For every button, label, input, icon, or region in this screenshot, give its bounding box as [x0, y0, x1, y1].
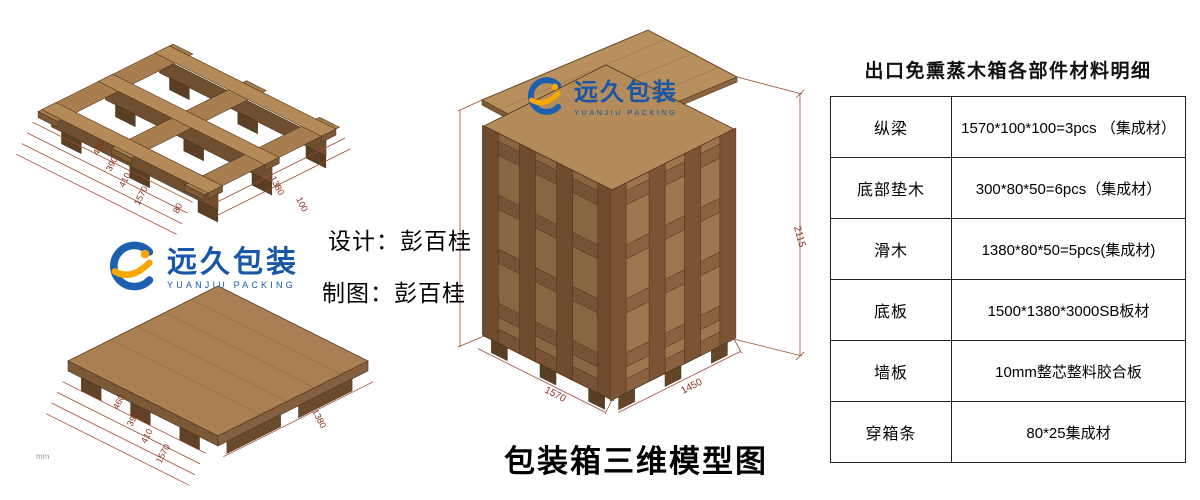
- part-spec-cell: 1380*80*50=5pcs(集成材): [951, 218, 1186, 280]
- part-spec-cell: 80*25集成材: [951, 401, 1186, 463]
- yuanjiu-logo-main: 远久包装 YUANJIU PACKING: [105, 240, 299, 297]
- table-row: 墙板 10mm整芯整料胶合板: [830, 340, 1186, 402]
- yuanjiu-logo-lid: 远久包装 YUANJIU PACKING: [524, 76, 678, 121]
- logo-title: 远久包装: [574, 79, 678, 107]
- part-spec-cell: 10mm整芯整料胶合板: [951, 340, 1186, 402]
- unit-note: mm: [36, 452, 50, 461]
- pallet-deck-isometric-drawing: 460 390 410 1570 1380: [46, 285, 374, 486]
- pallet-frame-isometric-drawing: 460 390 410 1570 80 1380 100: [16, 43, 351, 235]
- dimension-label: 2115: [791, 225, 807, 249]
- dimension-label: 80: [171, 201, 184, 214]
- part-spec-cell: 300*80*50=6pcs（集成材）: [951, 157, 1186, 219]
- dimension-label: 100: [294, 195, 310, 213]
- crate-dimension-lines-left: [457, 99, 485, 348]
- logo-swoosh-icon: [524, 76, 564, 121]
- part-spec-cell: 1500*1380*3000SB板材: [951, 279, 1186, 341]
- table-row: 底部垫木 300*80*50=6pcs（集成材）: [830, 157, 1186, 219]
- pallet-frame-blocks: [61, 77, 327, 223]
- crate-left-face-rails: [483, 133, 613, 401]
- pallet-deck-feet: [81, 377, 200, 451]
- pallet-frame-dimension-lines: [16, 121, 351, 235]
- crate-dimension-lines-bottom: [477, 338, 742, 415]
- part-name-cell: 底板: [830, 279, 952, 341]
- part-name-cell: 底部垫木: [830, 157, 952, 219]
- table-row: 滑木 1380*80*50=5pcs(集成材): [830, 218, 1186, 280]
- part-name-cell: 穿箱条: [830, 401, 952, 463]
- dimension-label: 1570: [543, 385, 568, 405]
- pallet-deck-dimension-lines: [46, 381, 374, 486]
- crate-right-face-rails: [611, 136, 735, 401]
- parts-table: 纵梁 1570*100*100=3pcs （集成材） 底部垫木 300*80*5…: [830, 96, 1186, 463]
- crate-right-face-battens: [609, 127, 737, 402]
- table-row: 纵梁 1570*100*100=3pcs （集成材）: [830, 96, 1186, 158]
- logo-subtitle: YUANJIU PACKING: [574, 107, 678, 117]
- credit-draft: 制图：彭百桂: [322, 280, 466, 306]
- parts-table-panel: 出口免熏蒸木箱各部件材料明细 纵梁 1570*100*100=3pcs （集成材…: [830, 56, 1186, 463]
- dimension-label: 1570: [132, 185, 150, 207]
- dimension-label: 410: [139, 427, 155, 445]
- part-name-cell: 纵梁: [830, 96, 952, 158]
- crate-isometric-drawing: 2115 1570 1450: [457, 29, 807, 415]
- credit-design: 设计：彭百桂: [328, 228, 472, 254]
- pallet-frame-rails: [40, 45, 337, 200]
- logo-swoosh-icon: [105, 240, 157, 297]
- drawing-title: 包装箱三维模型图: [504, 444, 768, 479]
- logo-title: 远久包装: [167, 245, 299, 279]
- part-name-cell: 滑木: [830, 218, 952, 280]
- part-spec-cell: 1570*100*100=3pcs （集成材）: [951, 96, 1186, 158]
- crate-left-face-battens: [482, 124, 614, 402]
- dimension-label: 1450: [679, 377, 704, 397]
- parts-table-title: 出口免熏蒸木箱各部件材料明细: [864, 61, 1152, 82]
- logo-subtitle: YUANJIU PACKING: [167, 280, 296, 291]
- dimension-label: 1380: [310, 407, 328, 429]
- crate-dimension-lines-right: [733, 76, 805, 361]
- table-row: 穿箱条 80*25集成材: [830, 401, 1186, 463]
- crate-skid-blocks: [491, 339, 728, 411]
- part-name-cell: 墙板: [830, 340, 952, 402]
- pallet-deck-board: [67, 285, 369, 447]
- table-row: 底板 1500*1380*3000SB板材: [830, 279, 1186, 341]
- pallet-deck-runners: [226, 378, 353, 454]
